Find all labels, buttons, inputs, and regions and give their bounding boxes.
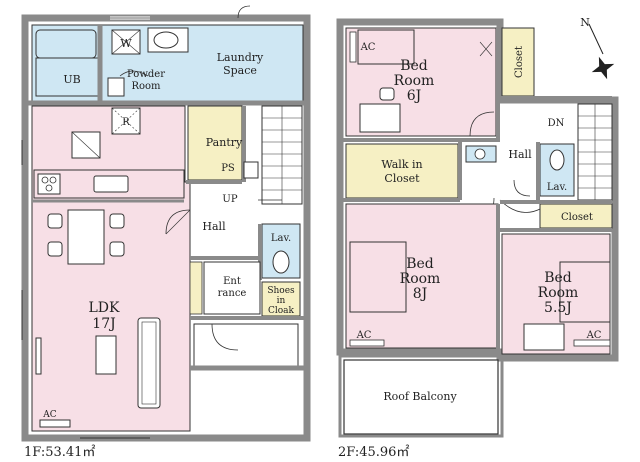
caption-1f: 1F:53.41㎡ xyxy=(24,445,96,460)
burner xyxy=(49,176,57,184)
toilet xyxy=(549,149,565,171)
ac-unit xyxy=(349,339,385,347)
chair xyxy=(379,87,395,101)
ac-unit xyxy=(39,419,71,428)
toilet xyxy=(107,77,125,97)
coffee-table xyxy=(95,335,117,375)
burner xyxy=(45,184,53,192)
bathtub xyxy=(35,29,97,59)
label-closet-top: Closet xyxy=(514,46,525,78)
door xyxy=(165,209,191,235)
ac-unit xyxy=(573,339,611,347)
compass-label: N xyxy=(580,16,590,29)
pantry xyxy=(187,105,243,181)
label-w: W xyxy=(120,37,132,50)
balcony-wall xyxy=(338,354,504,438)
chair xyxy=(109,241,125,257)
caption-2f: 2F:45.96㎡ xyxy=(338,445,410,460)
door-swing xyxy=(211,323,239,351)
label-ac-6j: AC xyxy=(360,42,376,53)
bedroom-8j xyxy=(345,203,499,349)
hood-line xyxy=(71,131,101,159)
label-ps: PS xyxy=(221,163,235,174)
stove xyxy=(37,173,61,195)
label-pantry: Pantry xyxy=(206,136,243,149)
door-swing xyxy=(513,179,531,197)
staircase-2f xyxy=(577,103,613,201)
porch xyxy=(193,323,299,367)
desk xyxy=(523,323,565,351)
label-lav-2f: Lav. xyxy=(547,182,567,193)
vent xyxy=(237,5,251,19)
door-swing xyxy=(119,70,149,77)
label-ac-8j: AC xyxy=(356,330,372,341)
desk xyxy=(359,103,401,133)
ldk-area xyxy=(31,105,191,432)
fridge-space xyxy=(111,107,141,135)
sofa xyxy=(137,317,161,409)
ub-room xyxy=(35,57,99,97)
label-ub: UB xyxy=(63,73,80,86)
label-closet-right: Closet xyxy=(561,212,593,223)
burner xyxy=(41,176,49,184)
sink xyxy=(153,31,179,49)
roof-balcony xyxy=(343,359,499,435)
label-up: UP xyxy=(222,194,237,205)
entrance-step xyxy=(189,261,203,315)
sofa-seat xyxy=(141,321,157,405)
ac-unit xyxy=(349,31,357,63)
door-swing xyxy=(469,111,495,137)
toilet xyxy=(272,250,290,274)
closet-top xyxy=(501,27,535,97)
chair xyxy=(47,241,63,257)
label-r: R xyxy=(122,117,130,128)
door-swing xyxy=(165,209,191,235)
label-dn: DN xyxy=(548,118,565,129)
label-ac-1f: AC xyxy=(42,410,56,420)
bed xyxy=(559,261,611,323)
label-lav-1f: Lav. xyxy=(271,233,291,244)
label-hall-2f: Hall xyxy=(508,148,532,161)
closet-door xyxy=(479,41,493,57)
entrance xyxy=(203,261,261,315)
hall-1f xyxy=(192,186,258,258)
tv xyxy=(35,337,42,375)
walkin-closet xyxy=(345,143,459,199)
sink xyxy=(474,148,486,160)
bed xyxy=(357,29,415,65)
floor-1-outer-wall xyxy=(21,14,311,442)
label-roof-balcony: Roof Balcony xyxy=(383,390,457,403)
chair xyxy=(109,213,125,229)
compass-icon: N xyxy=(580,16,615,80)
dining-table xyxy=(67,209,105,265)
shoes-cloak xyxy=(261,281,301,317)
bed xyxy=(349,241,407,313)
kitchen-sink xyxy=(93,175,129,193)
label-hall-1f: Hall xyxy=(202,220,226,233)
label-ac-5-5j: AC xyxy=(586,330,602,341)
washer-line xyxy=(111,29,141,55)
staircase-1f xyxy=(240,105,303,205)
chair xyxy=(47,213,63,229)
ps-shaft xyxy=(243,161,259,179)
